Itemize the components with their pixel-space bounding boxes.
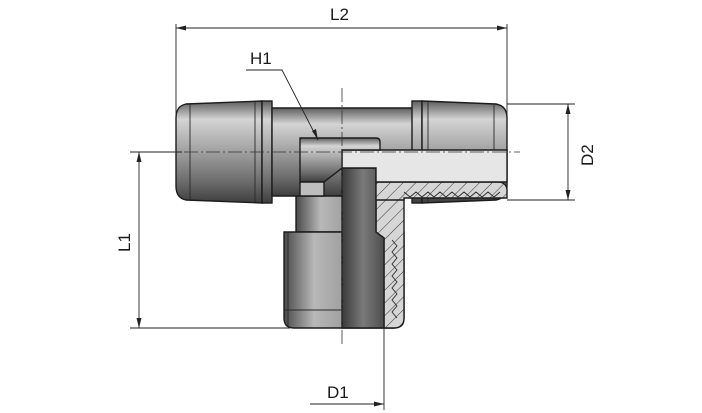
dimension-h1: H1	[246, 49, 319, 141]
l1-label: L1	[115, 233, 134, 252]
dimension-d1: D1	[310, 328, 385, 410]
branch-thread	[391, 239, 398, 319]
run-thread	[403, 191, 501, 198]
dimension-l1: L1	[115, 151, 290, 329]
d1-label: D1	[327, 383, 349, 402]
d2-label: D2	[578, 144, 597, 166]
l2-label: L2	[330, 5, 349, 24]
cavity-step	[299, 181, 325, 197]
h1-label: H1	[250, 49, 272, 68]
dimension-l2: L2	[175, 5, 508, 115]
dimension-d2: D2	[507, 103, 597, 201]
inner-cavity	[299, 137, 381, 183]
cutaway-section	[341, 149, 508, 329]
run-wall-section	[375, 181, 508, 201]
